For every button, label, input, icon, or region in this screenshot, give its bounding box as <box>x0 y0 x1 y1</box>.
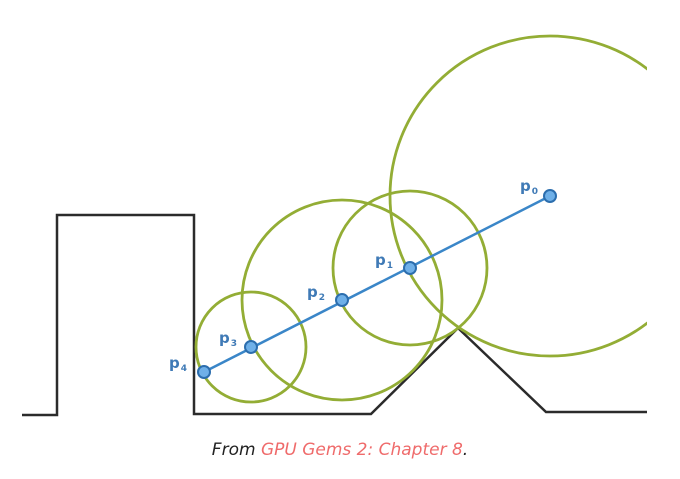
point-p1-label: p1 <box>375 251 393 271</box>
point-p2-marker <box>335 293 349 307</box>
distance-circle-p0 <box>388 34 647 358</box>
point-p4-marker <box>197 365 211 379</box>
caption-source-link[interactable]: GPU Gems 2: Chapter 8 <box>260 440 463 460</box>
figure-caption: From GPU Gems 2: Chapter 8. <box>0 440 680 460</box>
point-p3-label: p3 <box>219 329 237 349</box>
caption-suffix: . <box>462 440 469 460</box>
point-p2-label: p2 <box>307 283 325 303</box>
point-p1-marker <box>403 261 417 275</box>
terrain-outline <box>22 213 647 417</box>
ray-line <box>203 194 551 374</box>
distance-circle-p1 <box>331 189 489 347</box>
sphere-tracing-diagram: p0 p1 p2 p3 p4 <box>22 34 647 417</box>
point-p4-label: p4 <box>169 354 187 374</box>
distance-circle-p3 <box>194 290 308 404</box>
caption-prefix: From <box>211 440 261 460</box>
distance-circle-p2 <box>240 198 444 402</box>
point-p0-label: p0 <box>520 177 538 197</box>
point-p0-marker <box>543 189 557 203</box>
point-p3-marker <box>244 340 258 354</box>
